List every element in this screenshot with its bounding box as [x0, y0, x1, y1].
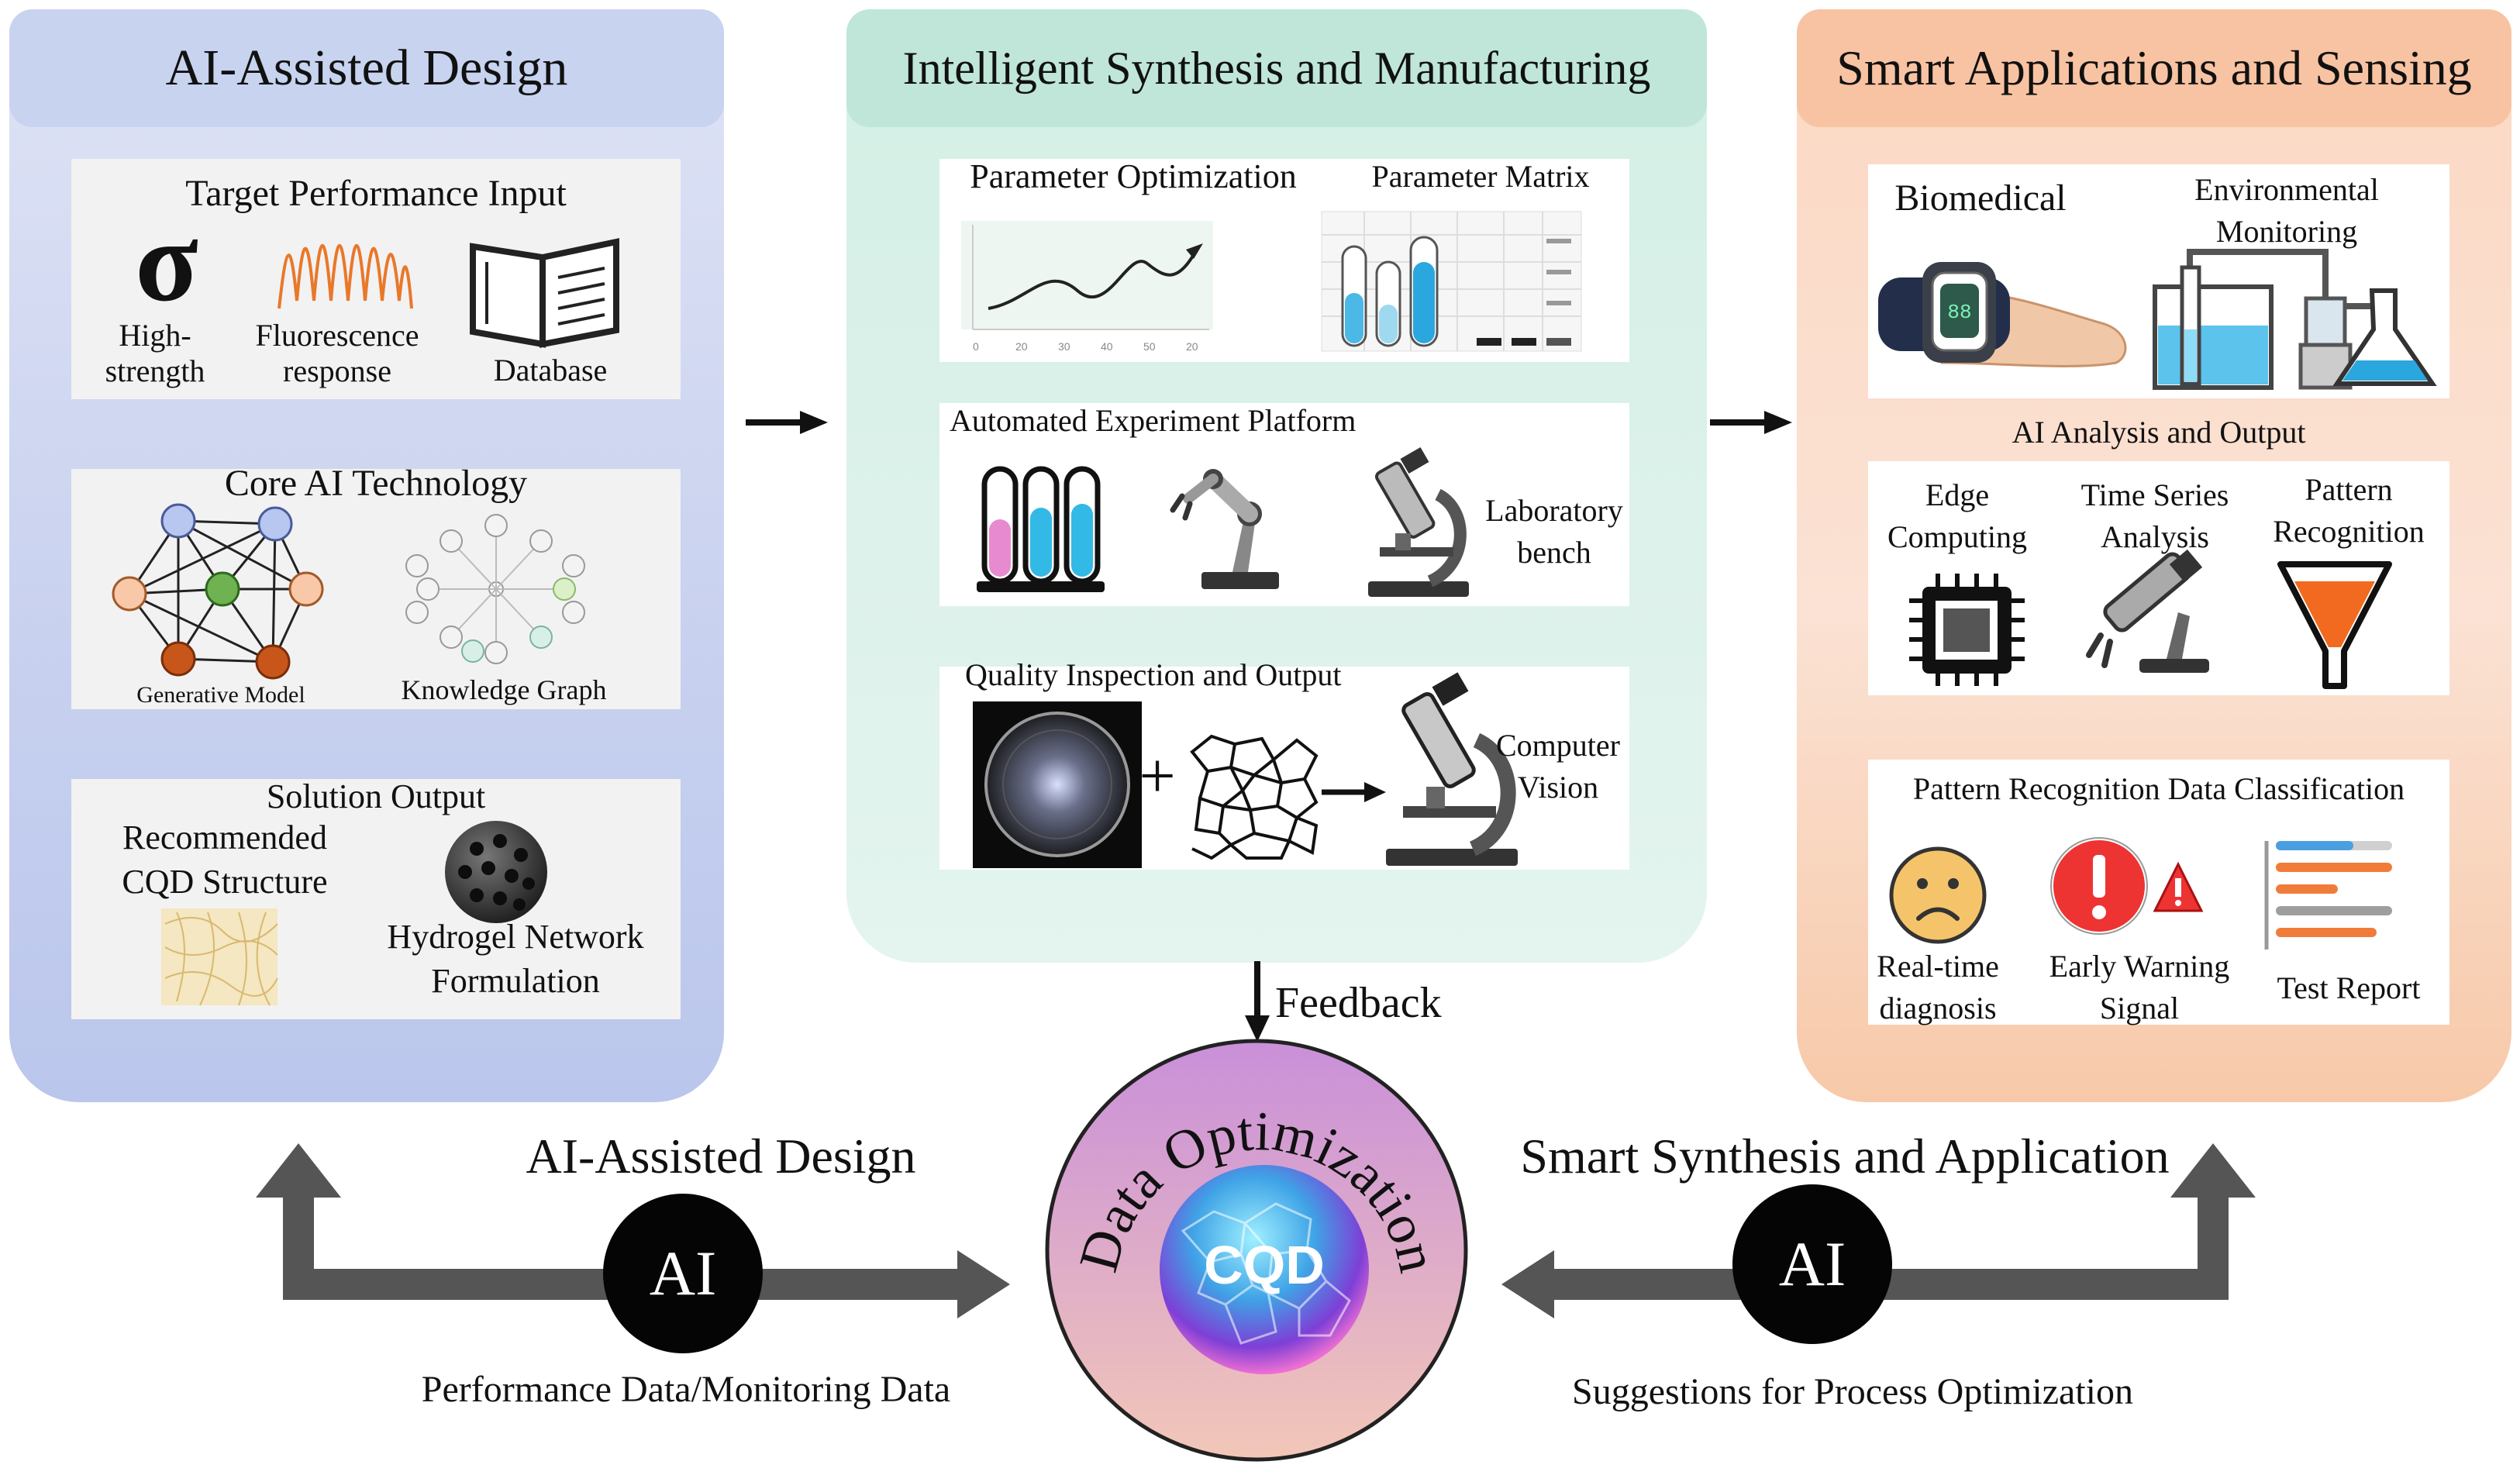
- petri-dish-image: [973, 701, 1142, 868]
- parameter-optimization-title: Parameter Optimization: [970, 157, 1297, 195]
- bottom-left-ai-text: AI: [649, 1238, 717, 1308]
- computer-vision-microscope-icon: [1386, 672, 1518, 866]
- bottom-right-caption: Suggestions for Process Optimization: [1572, 1371, 2133, 1412]
- generative-model-network: [112, 503, 324, 680]
- feedback-label: Feedback: [1275, 979, 1442, 1027]
- early-warning-label: Early Warning Signal: [2049, 949, 2230, 1025]
- sigma-icon: σ: [135, 197, 198, 326]
- hydrogel-network-label: Hydrogel Network Formulation: [387, 918, 644, 1001]
- robotic-arm-icon: [1170, 469, 1279, 589]
- solution-output-title: Solution Output: [266, 777, 486, 815]
- bottom-left-title: AI-Assisted Design: [526, 1129, 916, 1184]
- laboratory-bench-label: Laboratory bench: [1485, 493, 1623, 570]
- parameter-matrix-title: Parameter Matrix: [1371, 159, 1590, 194]
- realtime-diagnosis-label: Real-time diagnosis: [1877, 949, 1999, 1025]
- quality-inspection-title: Quality Inspection and Output: [965, 657, 1342, 692]
- computer-vision-label: Computer Vision: [1496, 728, 1620, 805]
- knowledge-graph-diagram: [405, 514, 585, 664]
- time-series-label: Time Series Analysis: [2080, 477, 2229, 554]
- automated-platform-title: Automated Experiment Platform: [950, 403, 1357, 438]
- fluorescence-wave-icon: [278, 244, 413, 309]
- cqd-structure-image: [161, 908, 278, 1006]
- ai-analysis-title: AI Analysis and Output: [2012, 415, 2306, 450]
- edge-computing-label: Edge Computing: [1887, 477, 2028, 554]
- right-column-title: Smart Applications and Sensing: [1797, 9, 2511, 127]
- left-column-title: AI-Assisted Design: [9, 9, 724, 127]
- classification-title: Pattern Recognition Data Classification: [1912, 771, 2405, 806]
- plot-tick-3: 40: [1101, 340, 1113, 353]
- database-label: Database: [493, 353, 608, 388]
- warning-signal-icon: [2049, 836, 2204, 936]
- watch-screen-text: 88: [1947, 301, 1971, 324]
- plot-tick-2: 30: [1058, 340, 1070, 353]
- data-optimization-circle: Data Optimization CQD: [1045, 1039, 1468, 1462]
- smartwatch-wrist-icon: 88: [1878, 262, 2127, 367]
- generative-model-label: Generative Model: [136, 682, 305, 708]
- arrow-middle-to-right: [1710, 411, 1792, 434]
- pattern-recognition-label: Pattern Recognition: [2273, 472, 2425, 549]
- target-performance-title: Target Performance Input: [185, 173, 567, 214]
- telescope-icon: [2086, 549, 2209, 673]
- test-tubes-icon: [977, 466, 1105, 592]
- recommended-cqd-label: Recommended CQD Structure: [122, 819, 328, 901]
- hydrogel-sphere-icon: [445, 821, 547, 923]
- report-bars-icon: [2264, 841, 2392, 950]
- bottom-right-ai-badge: AI: [1732, 1184, 1892, 1344]
- plot-tick-1: 20: [1015, 340, 1028, 353]
- bottom-left-caption: Performance Data/Monitoring Data: [421, 1369, 951, 1410]
- knowledge-graph-label: Knowledge Graph: [401, 674, 607, 705]
- high-strength-label: High- strength: [105, 318, 205, 388]
- middle-column-title: Intelligent Synthesis and Manufacturing: [846, 9, 1707, 127]
- plot-tick-0: 0: [973, 340, 979, 353]
- funnel-icon: [2277, 561, 2392, 689]
- fluorescence-response-label: Fluorescence response: [255, 318, 419, 388]
- environmental-monitoring-label: Environmental Monitoring: [2194, 172, 2379, 249]
- bottom-right-ai-text: AI: [1778, 1229, 1846, 1299]
- parameter-matrix-graphic: [1321, 211, 1582, 352]
- arrow-left-to-middle: [746, 411, 828, 434]
- lab-apparatus-icon: [2153, 249, 2437, 390]
- plus-symbol: +: [1139, 740, 1176, 812]
- sad-face-icon: [1889, 846, 1987, 944]
- biomedical-label: Biomedical: [1894, 177, 2067, 219]
- optimization-line-plot: 0 20 30 40 50 20: [961, 221, 1213, 353]
- database-book-icon: [470, 238, 619, 348]
- bottom-right-arrow: [1501, 1143, 2256, 1318]
- bottom-right-title: Smart Synthesis and Application: [1520, 1129, 2170, 1184]
- flow-arrow-icon: [1322, 782, 1386, 802]
- microscope-icon: [1368, 446, 1469, 597]
- core-ai-title: Core AI Technology: [224, 463, 528, 504]
- plot-tick-5: 20: [1186, 340, 1198, 353]
- feedback-arrow: [1245, 961, 1270, 1042]
- cell-network-image: [1188, 732, 1320, 860]
- cqd-orb-label: CQD: [1204, 1235, 1325, 1295]
- bottom-left-ai-badge: AI: [603, 1194, 763, 1353]
- plot-tick-4: 50: [1143, 340, 1156, 353]
- chip-icon: [1909, 574, 2025, 686]
- test-report-label: Test Report: [2277, 970, 2421, 1005]
